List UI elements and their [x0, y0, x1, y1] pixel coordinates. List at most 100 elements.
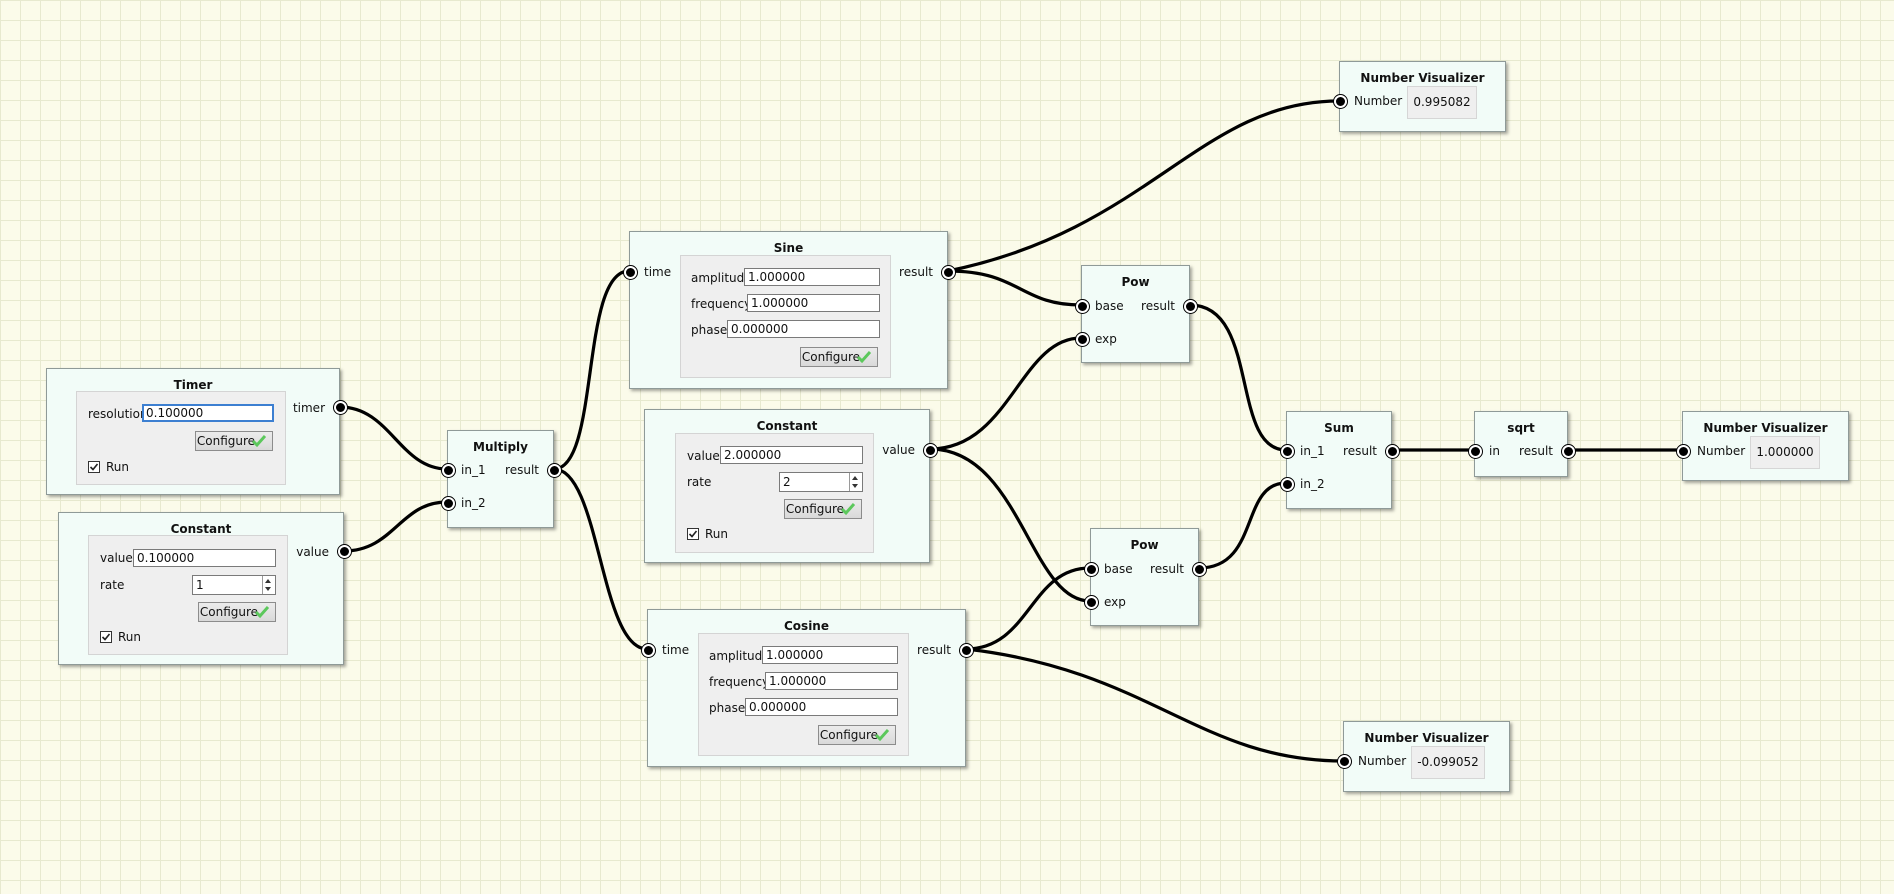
output-label: value — [296, 545, 329, 559]
base-port-icon[interactable] — [1085, 563, 1098, 576]
number-visualizer-top[interactable]: Number Visualizer Number 0.995082 — [1334, 61, 1506, 132]
run-checkbox[interactable] — [100, 631, 112, 643]
output-port-icon[interactable] — [334, 401, 347, 414]
value-input[interactable]: 0.100000 — [133, 549, 276, 567]
value-input[interactable]: 2.000000 — [720, 446, 863, 464]
green-check-icon — [841, 503, 855, 516]
sum-node[interactable]: Sum in_1 in_2 result — [1281, 411, 1399, 509]
output-port-icon[interactable] — [1193, 563, 1206, 576]
exp-label: exp — [1095, 332, 1117, 346]
input-port-icon[interactable] — [1334, 95, 1347, 108]
amplitude-input[interactable]: 1.000000 — [744, 268, 880, 286]
wire-constant-to-multiply-in2[interactable] — [343, 500, 448, 553]
in2-port-icon[interactable] — [1281, 478, 1294, 491]
configure-button[interactable]: Configure — [818, 725, 896, 745]
frequency-input[interactable]: 1.000000 — [765, 672, 898, 690]
configure-button[interactable]: Configure — [800, 347, 878, 367]
output-port-icon[interactable] — [960, 644, 973, 657]
output-label: result — [899, 265, 933, 279]
exp-port-icon[interactable] — [1076, 333, 1089, 346]
phase-label: phase — [691, 323, 728, 337]
output-port-icon[interactable] — [924, 444, 937, 457]
input-port-icon[interactable] — [624, 266, 637, 279]
pow-node-b[interactable]: Pow base exp result — [1085, 528, 1206, 626]
wire-multiply-to-cosine[interactable] — [553, 467, 648, 651]
frequency-input[interactable]: 1.000000 — [747, 294, 880, 312]
input-label: Number — [1697, 444, 1746, 458]
node-title: Number Visualizer — [1364, 731, 1489, 745]
wire-pow2-to-sum-in2[interactable] — [1198, 481, 1287, 570]
run-checkbox[interactable] — [687, 528, 699, 540]
wire-constant-to-pow-exp[interactable] — [929, 336, 1082, 451]
wire-cosine-to-pow2-base[interactable] — [965, 566, 1091, 651]
number-display: 0.995082 — [1407, 86, 1477, 119]
spinbox-arrows-icon[interactable] — [849, 473, 862, 491]
input-port-icon[interactable] — [1469, 445, 1482, 458]
node-title: Sum — [1324, 421, 1354, 435]
output-port-icon[interactable] — [942, 266, 955, 279]
output-port-icon[interactable] — [1184, 300, 1197, 313]
amplitude-label: amplitude — [691, 271, 752, 285]
wire-multiply-to-sine[interactable] — [553, 269, 630, 471]
cosine-node[interactable]: Cosine time result amplitude 1.000000 fr… — [642, 609, 973, 767]
number-display: -0.099052 — [1411, 746, 1485, 779]
amplitude-label: amplitude — [709, 649, 770, 663]
wire-sine-to-viz-top[interactable] — [947, 99, 1340, 273]
resolution-input[interactable]: 0.100000 — [142, 404, 274, 422]
exp-label: exp — [1104, 595, 1126, 609]
wire-cosine-to-viz-bottom[interactable] — [965, 647, 1344, 763]
multiply-node[interactable]: Multiply in_1 in_2 result — [442, 430, 561, 528]
input-port-icon[interactable] — [1338, 755, 1351, 768]
output-port-icon[interactable] — [548, 464, 561, 477]
phase-input[interactable]: 0.000000 — [727, 320, 880, 338]
output-label: result — [1519, 444, 1553, 458]
spinbox-arrows-icon[interactable] — [262, 576, 275, 594]
output-label: result — [1343, 444, 1377, 458]
in1-port-icon[interactable] — [1281, 445, 1294, 458]
constant-node-b[interactable]: Constant value value 2.000000 rate 2 Con… — [644, 409, 937, 563]
sqrt-node[interactable]: sqrt in result — [1469, 411, 1575, 477]
base-port-icon[interactable] — [1076, 300, 1089, 313]
rate-spinbox[interactable]: 2 — [779, 472, 863, 492]
green-check-icon — [857, 351, 871, 364]
constant-node-a[interactable]: Constant value value 0.100000 rate 1 Con… — [58, 512, 351, 665]
phase-input[interactable]: 0.000000 — [745, 698, 898, 716]
config-panel: amplitude 1.000000 frequency 1.000000 ph… — [698, 633, 909, 756]
output-label: result — [917, 643, 951, 657]
wire-pow-to-sum-in1[interactable] — [1189, 303, 1287, 452]
number-visualizer-bottom[interactable]: Number Visualizer Number -0.099052 — [1338, 721, 1510, 792]
timer-node[interactable]: Timer timer resolution 0.100000 Configur… — [46, 368, 347, 495]
input-port-icon[interactable] — [1677, 445, 1690, 458]
run-checkbox[interactable] — [88, 461, 100, 473]
node-title: sqrt — [1507, 421, 1535, 435]
input-label: time — [644, 265, 672, 279]
config-panel: resolution 0.100000 Configure Run — [76, 391, 286, 485]
value-label: value — [100, 551, 133, 565]
node-title: Pow — [1130, 538, 1159, 552]
green-check-icon — [255, 606, 269, 619]
pow-node-a[interactable]: Pow base exp result — [1076, 265, 1197, 363]
configure-button[interactable]: Configure — [195, 431, 273, 451]
in2-port-icon[interactable] — [442, 497, 455, 510]
output-port-icon[interactable] — [1386, 445, 1399, 458]
node-title: Cosine — [784, 619, 829, 633]
exp-port-icon[interactable] — [1085, 596, 1098, 609]
output-port-icon[interactable] — [1562, 445, 1575, 458]
configure-label: Configure — [801, 350, 861, 364]
checkbox-check-icon — [89, 463, 99, 471]
green-check-icon — [252, 435, 266, 448]
output-port-icon[interactable] — [338, 545, 351, 558]
number-visualizer-right[interactable]: Number Visualizer Number 1.000000 — [1677, 411, 1849, 481]
rate-label: rate — [687, 475, 712, 489]
wire-constant-to-pow2-exp[interactable] — [929, 447, 1091, 603]
input-port-icon[interactable] — [642, 644, 655, 657]
in2-label: in_2 — [1300, 477, 1325, 491]
wire-sine-to-pow-base[interactable] — [947, 269, 1082, 307]
sine-node[interactable]: Sine time result amplitude 1.000000 freq… — [624, 231, 955, 389]
in1-port-icon[interactable] — [442, 464, 455, 477]
amplitude-input[interactable]: 1.000000 — [762, 646, 898, 664]
configure-button[interactable]: Configure — [198, 602, 276, 622]
rate-spinbox[interactable]: 1 — [192, 575, 276, 595]
configure-button[interactable]: Configure — [784, 499, 862, 519]
wire-timer-to-multiply-in1[interactable] — [339, 405, 448, 471]
